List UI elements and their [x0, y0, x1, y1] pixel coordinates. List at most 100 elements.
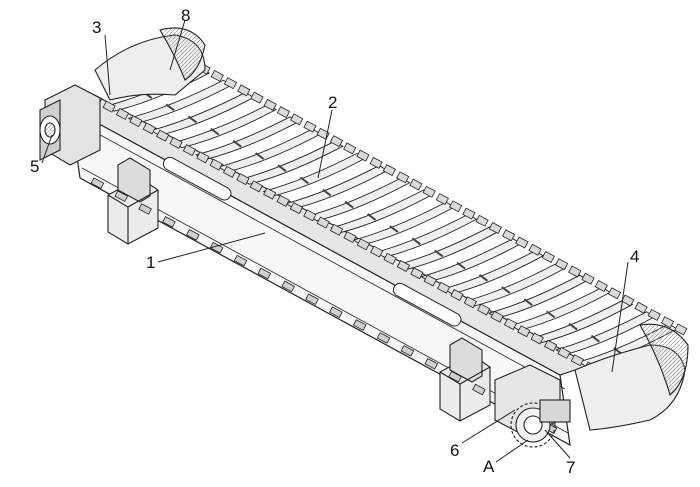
return-chain-link	[138, 203, 152, 215]
scraper-flight	[375, 213, 478, 258]
chain-link	[490, 310, 504, 323]
chain-link	[502, 229, 516, 242]
chain-link	[450, 289, 464, 301]
chain-link	[250, 91, 264, 104]
chain-link	[303, 209, 317, 222]
return-chain-link	[448, 370, 462, 383]
leader-lines	[41, 19, 629, 463]
flight-bracket	[523, 298, 533, 306]
flight-bracket	[434, 249, 444, 258]
return-chain-link	[90, 177, 105, 190]
return-chain-link	[376, 332, 391, 344]
chain-link	[554, 258, 569, 271]
chain-link	[370, 245, 384, 258]
flight-bracket	[299, 176, 309, 185]
callout-6: 6	[450, 441, 459, 460]
callout-1: 1	[146, 253, 155, 272]
flight-bracket	[568, 322, 578, 331]
flight-bracket	[255, 152, 265, 160]
chain-link	[409, 178, 423, 191]
chain-link	[382, 164, 397, 177]
chain-link	[594, 280, 608, 292]
return-chain-link	[209, 241, 224, 254]
chain-far-edge	[184, 55, 688, 336]
chain-link	[343, 142, 357, 155]
scraper-flight	[532, 299, 634, 344]
tail-end-assembly	[494, 323, 689, 448]
scraper-flight	[240, 140, 344, 185]
chain-link	[423, 274, 437, 287]
chain-link	[290, 113, 304, 126]
return-chain-link	[424, 357, 439, 370]
callout-4: 4	[630, 247, 639, 266]
callout-5: 5	[30, 157, 39, 176]
chain-link	[169, 136, 183, 149]
flight-bracket	[501, 286, 511, 294]
chain-link	[437, 281, 451, 294]
chain-link	[396, 260, 411, 273]
scraper-flight	[172, 104, 277, 149]
chain-link	[316, 216, 330, 229]
chain-link	[156, 129, 170, 142]
return-chain-link	[186, 229, 200, 241]
flight-bracket	[478, 274, 489, 282]
chain-link	[581, 272, 595, 285]
chain-link	[517, 325, 531, 338]
chain-link	[115, 107, 130, 120]
return-chain-link	[162, 216, 176, 228]
chain-link	[410, 267, 424, 280]
chain-link	[343, 231, 357, 244]
flight-bracket	[590, 334, 601, 343]
chain-link	[541, 251, 555, 263]
flight-bracket	[546, 310, 556, 319]
flight-bracket	[187, 115, 198, 124]
chain-link	[276, 106, 291, 119]
chain-link	[396, 171, 410, 184]
chain-link	[435, 193, 449, 206]
chain-link	[463, 296, 477, 309]
chain-link	[223, 77, 238, 90]
chain-link	[249, 180, 263, 193]
flight-bracket	[210, 127, 220, 136]
chain-link	[222, 165, 237, 178]
chain-link	[475, 214, 489, 227]
chain-link	[634, 301, 648, 314]
head-end-assembly	[39, 27, 206, 166]
chain-link	[196, 151, 210, 164]
chain-link	[660, 316, 675, 329]
chain-link	[477, 303, 491, 316]
chain-link	[182, 144, 197, 157]
frame-flange-line	[81, 124, 566, 390]
chain-link	[607, 287, 622, 300]
chain-link	[356, 238, 370, 251]
chain-link	[329, 135, 344, 148]
chain-link	[621, 294, 635, 307]
chain-link	[356, 149, 370, 162]
chain-link	[263, 98, 277, 111]
chain-link	[570, 354, 584, 367]
chain-link	[462, 207, 476, 220]
chain-link	[276, 194, 290, 207]
callout-3: 3	[92, 18, 101, 37]
flight-bracket	[165, 103, 175, 112]
chain-link	[568, 265, 582, 278]
chain-link	[503, 318, 518, 330]
chain-link	[329, 223, 344, 236]
flight-bracket	[411, 237, 421, 246]
return-chain-link	[352, 319, 367, 331]
return-chain-link	[305, 293, 319, 306]
chain-link	[674, 323, 688, 336]
flight-bracket	[232, 140, 242, 148]
chain-link	[544, 339, 558, 352]
chain-link	[237, 84, 251, 97]
chain-link	[530, 332, 544, 345]
chain-link	[383, 252, 397, 265]
chain-link	[142, 122, 156, 135]
chain-link	[369, 156, 383, 169]
flight-bracket	[456, 261, 466, 270]
chain-link	[303, 120, 317, 133]
chain-link	[209, 158, 223, 171]
chain-link	[129, 115, 143, 128]
